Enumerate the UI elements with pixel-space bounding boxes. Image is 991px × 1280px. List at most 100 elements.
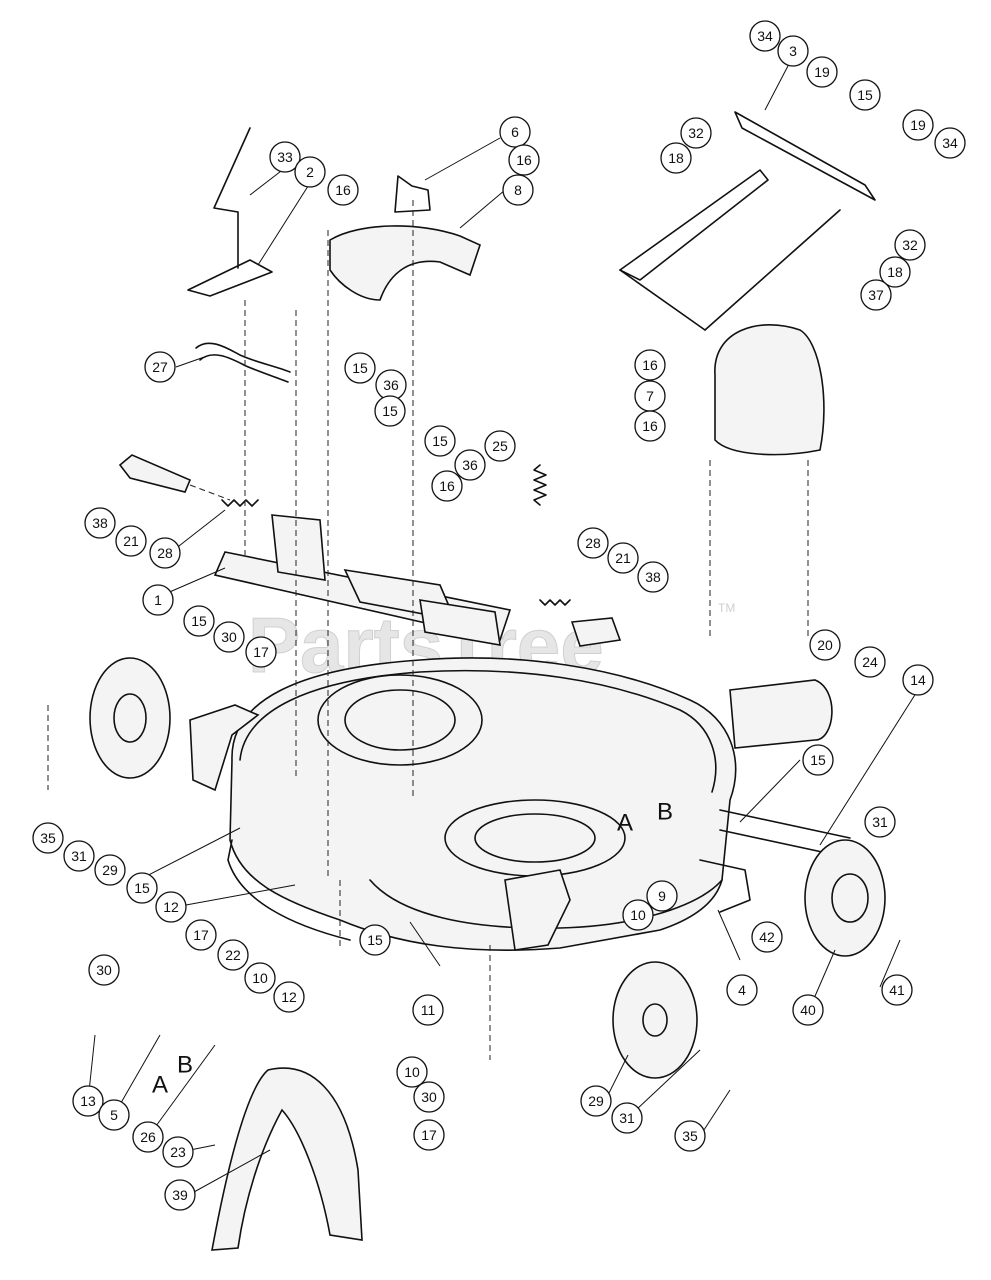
callout-14[interactable]: 14 <box>902 664 934 696</box>
svg-text:17: 17 <box>253 644 269 660</box>
callout-9[interactable]: 9 <box>646 880 678 912</box>
callout-2[interactable]: 2 <box>294 156 326 188</box>
callout-31-rear[interactable]: 31 <box>864 806 896 838</box>
callout-21-left[interactable]: 21 <box>115 525 147 557</box>
svg-text:35: 35 <box>682 1128 698 1144</box>
callout-19-right[interactable]: 19 <box>902 109 934 141</box>
callout-42[interactable]: 42 <box>751 921 783 953</box>
svg-text:3: 3 <box>789 43 797 59</box>
callout-27[interactable]: 27 <box>144 351 176 383</box>
callout-24[interactable]: 24 <box>854 646 886 678</box>
callout-30-lower[interactable]: 30 <box>413 1081 445 1113</box>
callout-22[interactable]: 22 <box>217 939 249 971</box>
callout-31-left[interactable]: 31 <box>63 840 95 872</box>
callout-16-baffle[interactable]: 16 <box>508 144 540 176</box>
svg-text:30: 30 <box>96 962 112 978</box>
callout-35-left[interactable]: 35 <box>32 822 64 854</box>
callout-16-cover[interactable]: 16 <box>634 410 666 442</box>
svg-text:14: 14 <box>910 672 926 688</box>
callout-13[interactable]: 13 <box>72 1085 104 1117</box>
svg-text:27: 27 <box>152 359 168 375</box>
callout-25[interactable]: 25 <box>484 430 516 462</box>
callout-33[interactable]: 33 <box>269 141 301 173</box>
callout-19-top[interactable]: 19 <box>806 56 838 88</box>
callout-29-left[interactable]: 29 <box>94 854 126 886</box>
callout-32-top[interactable]: 32 <box>680 117 712 149</box>
callout-30-bar[interactable]: 30 <box>213 621 245 653</box>
callout-34-top[interactable]: 34 <box>749 20 781 52</box>
callout-30-bracket[interactable]: 30 <box>88 954 120 986</box>
callout-41[interactable]: 41 <box>881 974 913 1006</box>
svg-text:15: 15 <box>857 87 873 103</box>
callout-7[interactable]: 7 <box>634 380 666 412</box>
callout-1[interactable]: 1 <box>142 584 174 616</box>
callout-36-bar[interactable]: 36 <box>375 369 407 401</box>
callout-12-upper[interactable]: 12 <box>155 891 187 923</box>
callout-40[interactable]: 40 <box>792 994 824 1026</box>
callout-15-bar-a[interactable]: 15 <box>344 352 376 384</box>
svg-text:30: 30 <box>221 629 237 645</box>
spring-28-right <box>539 599 571 606</box>
svg-text:15: 15 <box>367 932 383 948</box>
callout-10-lower[interactable]: 10 <box>396 1056 428 1088</box>
callout-37[interactable]: 37 <box>860 279 892 311</box>
callout-3[interactable]: 3 <box>777 35 809 67</box>
callout-15-front[interactable]: 15 <box>359 924 391 956</box>
callout-26[interactable]: 26 <box>132 1121 164 1153</box>
callout-15-left[interactable]: 15 <box>126 872 158 904</box>
callout-5[interactable]: 5 <box>98 1099 130 1131</box>
callout-10-mid[interactable]: 10 <box>244 962 276 994</box>
svg-text:22: 22 <box>225 947 241 963</box>
watermark-trademark: TM <box>718 601 735 615</box>
callout-12-lower[interactable]: 12 <box>273 981 305 1013</box>
svg-text:28: 28 <box>585 535 601 551</box>
roller-24 <box>729 679 833 749</box>
svg-text:23: 23 <box>170 1144 186 1160</box>
svg-text:16: 16 <box>642 357 658 373</box>
callout-34-right[interactable]: 34 <box>934 127 966 159</box>
callout-28-left[interactable]: 28 <box>149 537 181 569</box>
callout-4[interactable]: 4 <box>726 974 758 1006</box>
callout-38-right[interactable]: 38 <box>637 561 669 593</box>
callout-35-front[interactable]: 35 <box>674 1120 706 1152</box>
callout-16-upper[interactable]: 16 <box>327 174 359 206</box>
callout-29-front[interactable]: 29 <box>580 1085 612 1117</box>
callout-31-front[interactable]: 31 <box>611 1102 643 1134</box>
callout-36-mid[interactable]: 36 <box>454 449 486 481</box>
height-adjust-bar <box>213 514 512 646</box>
callout-23[interactable]: 23 <box>162 1136 194 1168</box>
callout-17-lower[interactable]: 17 <box>413 1119 445 1151</box>
callout-6[interactable]: 6 <box>499 116 531 148</box>
wheel-left <box>89 657 171 779</box>
svg-text:13: 13 <box>80 1093 96 1109</box>
callout-8[interactable]: 8 <box>502 174 534 206</box>
callout-11[interactable]: 11 <box>412 994 444 1026</box>
svg-text:26: 26 <box>140 1129 156 1145</box>
svg-text:5: 5 <box>110 1107 118 1123</box>
svg-text:15: 15 <box>432 433 448 449</box>
svg-text:17: 17 <box>193 927 209 943</box>
svg-text:33: 33 <box>277 149 293 165</box>
callout-15-mid[interactable]: 15 <box>424 425 456 457</box>
callout-15-bar-c[interactable]: 15 <box>183 605 215 637</box>
callout-17-bar[interactable]: 17 <box>245 636 277 668</box>
callout-39[interactable]: 39 <box>164 1179 196 1211</box>
callout-38-left[interactable]: 38 <box>84 507 116 539</box>
svg-text:12: 12 <box>281 989 297 1005</box>
callout-18-top[interactable]: 18 <box>660 142 692 174</box>
callout-15-axle[interactable]: 15 <box>802 744 834 776</box>
baffle-8 <box>329 225 481 301</box>
callout-28-right[interactable]: 28 <box>577 527 609 559</box>
callout-15-top[interactable]: 15 <box>849 79 881 111</box>
callout-17-bracket[interactable]: 17 <box>185 919 217 951</box>
callout-21-right[interactable]: 21 <box>607 542 639 574</box>
callout-18-right[interactable]: 18 <box>879 256 911 288</box>
callout-16-mid[interactable]: 16 <box>431 470 463 502</box>
svg-text:39: 39 <box>172 1187 188 1203</box>
callout-32-right[interactable]: 32 <box>894 229 926 261</box>
callout-20[interactable]: 20 <box>809 629 841 661</box>
callout-10-front[interactable]: 10 <box>622 899 654 931</box>
callout-15-bar-b[interactable]: 15 <box>374 395 406 427</box>
pivot-rod-right <box>570 617 622 647</box>
callout-16-cover-top[interactable]: 16 <box>634 349 666 381</box>
